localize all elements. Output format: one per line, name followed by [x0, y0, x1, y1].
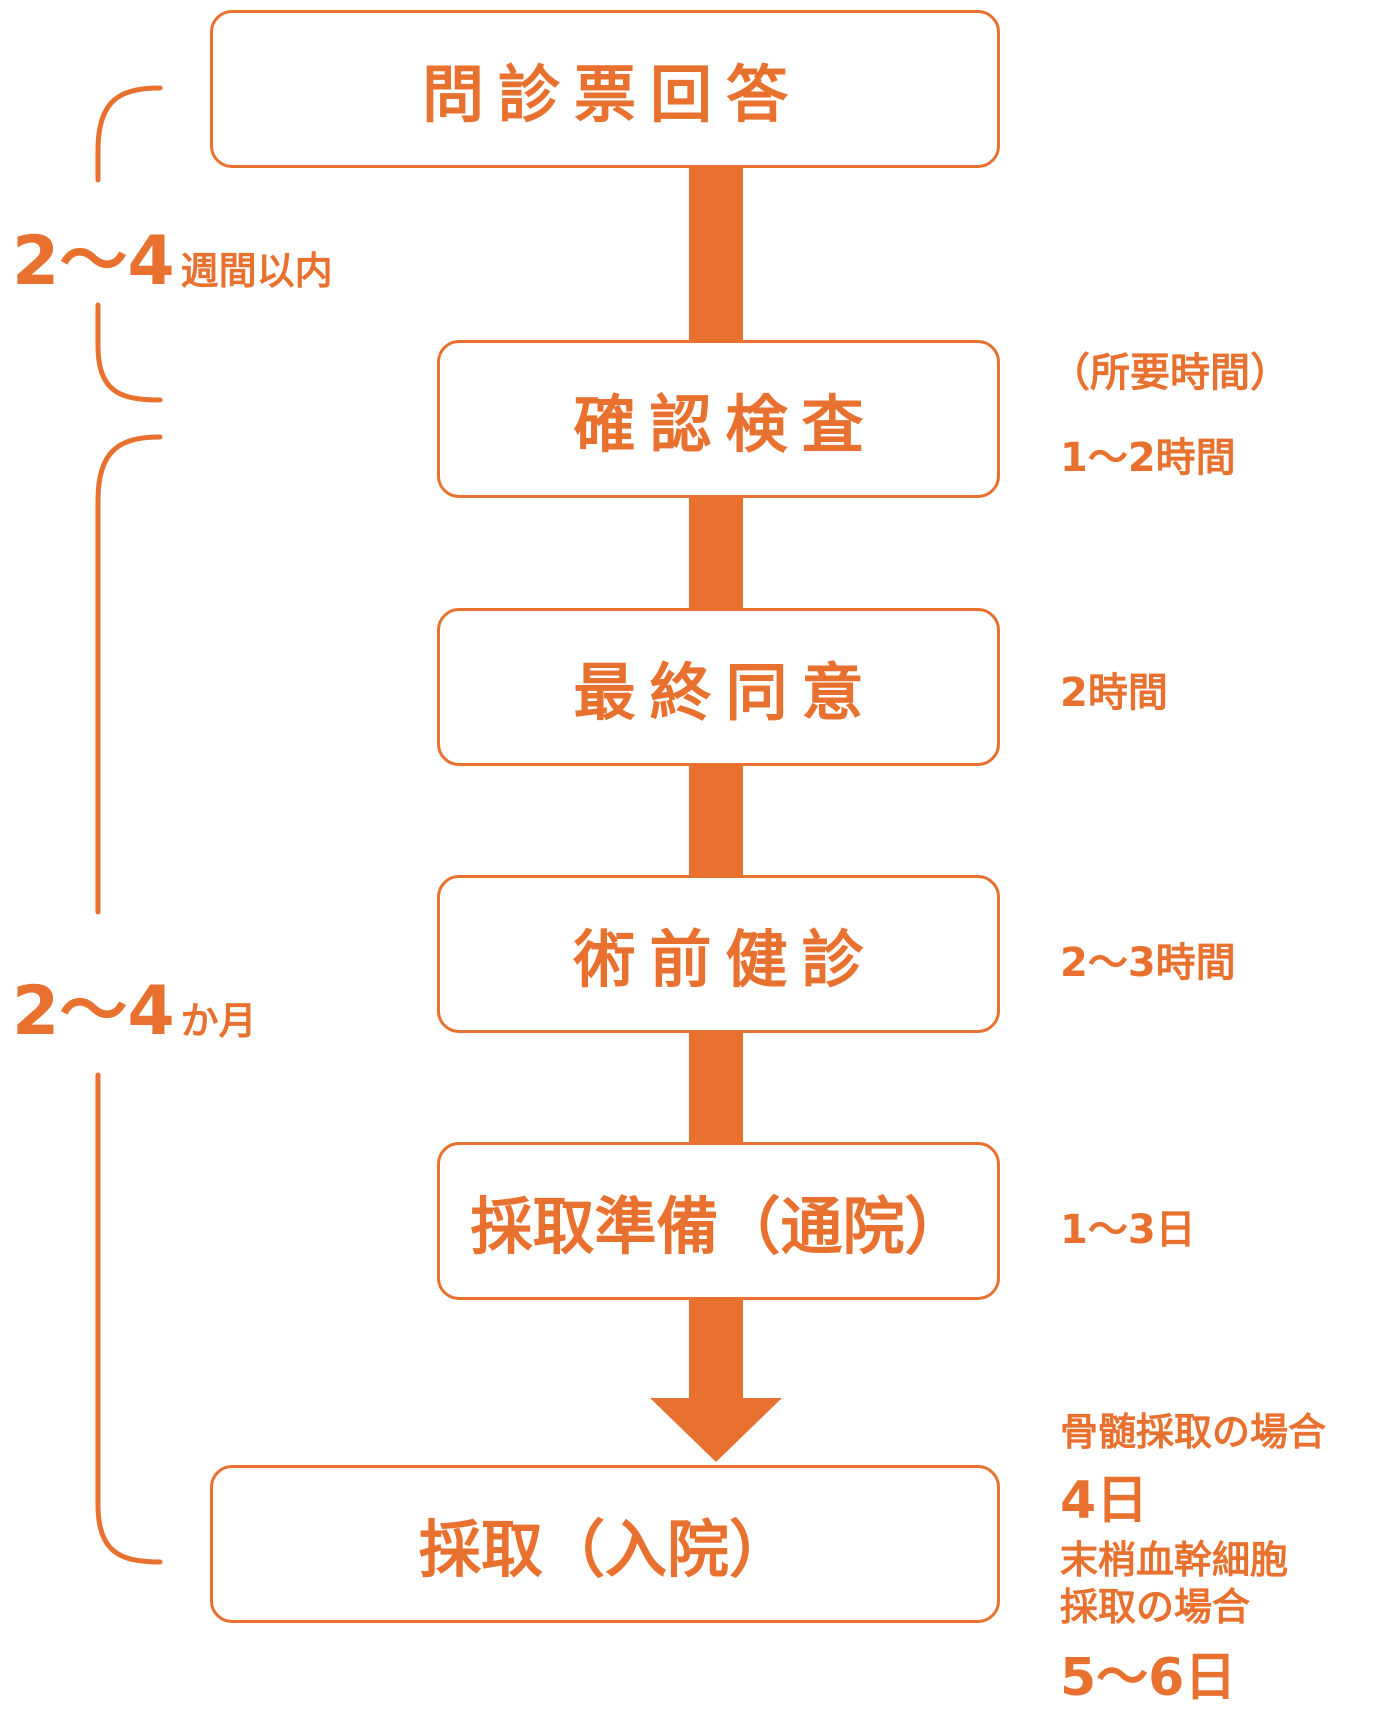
duration-confirmation-test: 1〜2時間 [1060, 435, 1236, 481]
step-collection-hospitalization: 採取（入院） [210, 1465, 1000, 1623]
bracket-weeks-bottom [95, 302, 163, 403]
duration-collection-prep: 1〜3日 [1060, 1207, 1196, 1253]
period-weeks-unit: 週間以内 [180, 249, 333, 293]
arrow-down-icon [650, 1398, 782, 1462]
duration-pre-op-checkup: 2〜3時間 [1060, 940, 1236, 986]
bracket-weeks-top [95, 85, 163, 183]
peripheral-label-line1: 末梢血幹細胞 [1060, 1538, 1289, 1582]
step-final-consent: 最終同意 [437, 608, 1000, 766]
duration-final-consent: 2時間 [1060, 670, 1168, 716]
step-collection-prep: 採取準備（通院） [437, 1142, 1000, 1300]
step-questionnaire: 問診票回答 [210, 10, 1000, 168]
step-confirmation-test: 確認検査 [437, 340, 1000, 498]
peripheral-label-line2: 採取の場合 [1060, 1585, 1251, 1629]
duration-header: （所要時間） [1050, 350, 1290, 396]
step-label: 術前健診 [573, 923, 878, 996]
connector-bar-5 [689, 1295, 743, 1400]
connector-bar-2 [689, 495, 743, 610]
bracket-months-bottom [95, 1072, 163, 1565]
peripheral-days: 5〜6日 [1060, 1648, 1237, 1708]
bracket-months-top [95, 434, 163, 915]
period-months-unit: か月 [180, 999, 257, 1043]
period-months-number: 2〜4 [12, 972, 175, 1051]
connector-bar-1 [689, 165, 743, 340]
step-label: 採取（入院） [418, 1513, 791, 1586]
step-label: 問診票回答 [421, 58, 802, 131]
connector-bar-3 [689, 760, 743, 875]
step-label: 採取準備（通院） [470, 1190, 967, 1263]
step-label: 確認検査 [573, 388, 878, 461]
bone-marrow-days: 4日 [1060, 1471, 1149, 1531]
step-label: 最終同意 [573, 656, 878, 729]
period-weeks-number: 2〜4 [12, 222, 175, 301]
bone-marrow-label: 骨髄採取の場合 [1060, 1410, 1327, 1454]
step-pre-op-checkup: 術前健診 [437, 875, 1000, 1033]
connector-bar-4 [689, 1028, 743, 1143]
